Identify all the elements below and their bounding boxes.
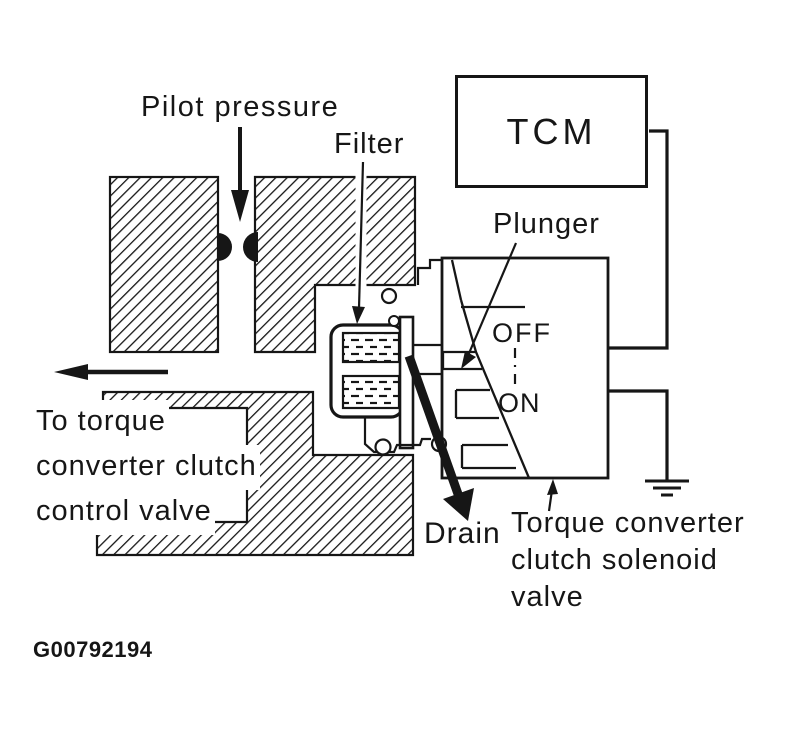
label-solenoid-line2: clutch solenoid (511, 544, 718, 577)
ground-symbol-icon (645, 479, 689, 497)
label-solenoid-valve: Torque converter clutch solenoid valve (511, 505, 745, 616)
tcm-wiring (608, 129, 669, 480)
wire-tcm-to-solenoid (608, 129, 669, 350)
label-state-on: ON (498, 388, 541, 418)
plunger-pointer (461, 242, 518, 369)
wire-solenoid-to-ground (608, 389, 669, 480)
tcm-label: TCM (506, 110, 597, 152)
solenoid-coil-assembly (329, 258, 448, 456)
label-drain: Drain (424, 517, 501, 550)
seal-ring-lower-left (374, 438, 392, 456)
lower-bracket-outline (363, 418, 431, 454)
label-to-torque-line3: control valve (36, 489, 215, 535)
coil-winding-upper (341, 331, 401, 364)
solenoid-valve-housing (440, 256, 610, 480)
pilot-orifice-seats (218, 232, 258, 262)
label-plunger: Plunger (493, 208, 600, 240)
pilot-pressure-arrow-icon (231, 127, 249, 222)
solenoid-label-pointer (547, 479, 558, 512)
hatched-block-upper-left (108, 175, 220, 354)
orifice-seat-left (218, 233, 232, 261)
upper-bracket-outline (416, 258, 442, 285)
label-pilot-pressure: Pilot pressure (141, 91, 340, 123)
armature-plate (398, 315, 415, 450)
orifice-seat-right (243, 232, 258, 262)
hatched-block-upper-right (253, 175, 417, 354)
flow-left-arrow-icon (54, 364, 168, 380)
filter-pointer (352, 161, 367, 324)
plunger-arrowhead-icon (461, 351, 476, 369)
plunger-steps (441, 259, 531, 479)
label-to-torque-line2: converter clutch (36, 444, 260, 490)
drain-arrow-icon (404, 354, 474, 521)
label-filter: Filter (334, 128, 405, 160)
figure-code: G00792194 (33, 637, 153, 662)
label-solenoid-line1: Torque converter (511, 507, 745, 539)
label-to-torque-line1: To torque (36, 400, 169, 445)
label-solenoid-line3: valve (511, 581, 584, 614)
solenoid-arrowhead-icon (547, 479, 558, 495)
seal-ring-upper (380, 287, 398, 305)
label-state-off: OFF (492, 318, 552, 348)
coil-winding-lower (341, 374, 401, 410)
label-to-torque-converter: To torque converter clutch control valve (36, 400, 260, 535)
pivot-upper (388, 315, 400, 327)
tcm-box: TCM (455, 75, 648, 188)
filter-arrowhead-icon (352, 306, 365, 324)
